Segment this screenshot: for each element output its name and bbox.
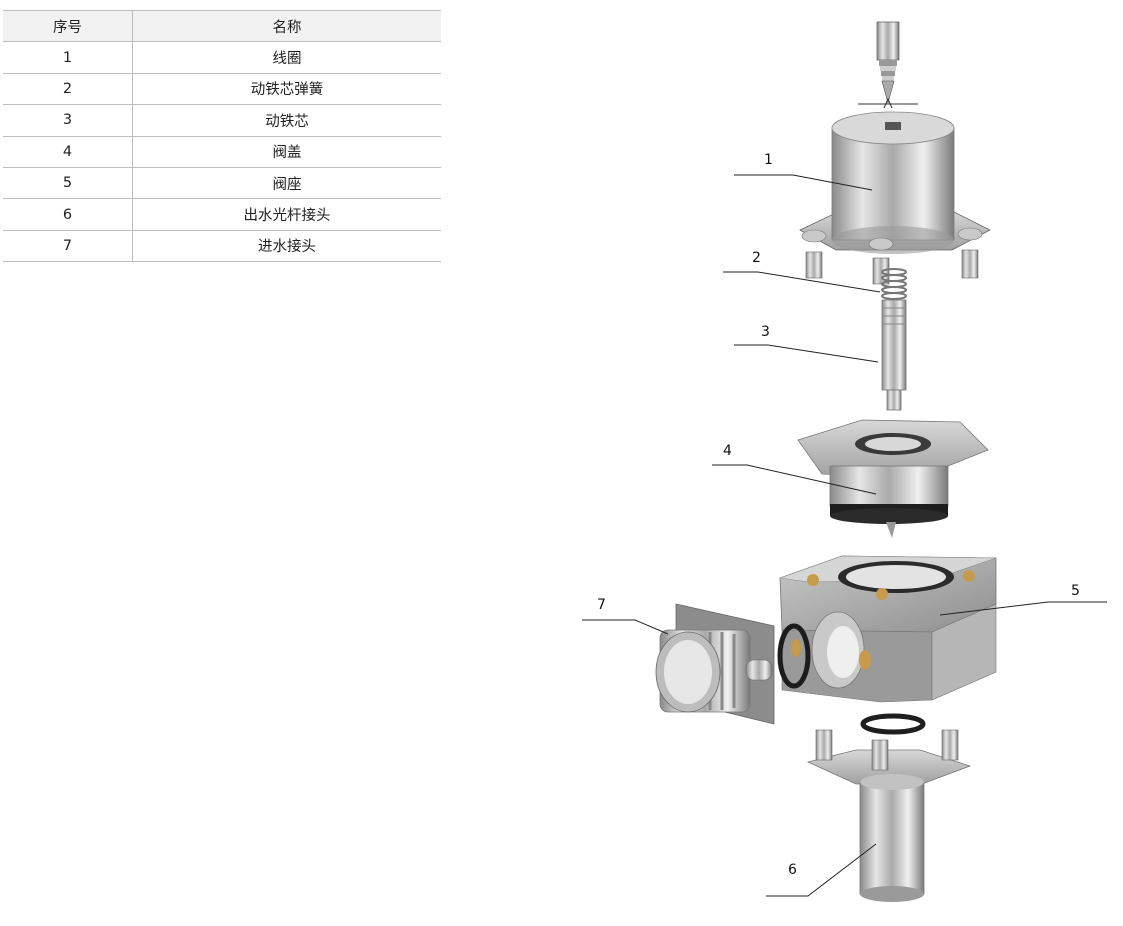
callout-3: 3 [761,324,770,340]
row-name: 进水接头 [132,230,441,263]
callout-7: 7 [597,597,606,613]
row-no: 4 [3,136,133,168]
table-row: 2 动铁芯弹簧 [3,73,441,106]
row-name: 线圈 [132,41,441,74]
row-name: 出水光杆接头 [132,198,441,231]
probe-tip [858,21,918,109]
callout-4: 4 [723,443,732,459]
table-row: 1 线圈 [3,41,441,74]
row-name: 动铁芯弹簧 [132,73,441,106]
row-no: 7 [3,230,133,263]
exploded-valve-diagram: 1 2 3 4 5 6 7 [582,21,1107,902]
spring-part [881,268,907,300]
callout-1: 1 [764,152,773,168]
row-no: 5 [3,167,133,200]
row-no: 1 [3,41,133,74]
outlet-fitting-part [806,713,972,902]
valve-cover-part [797,419,989,538]
row-name: 阀座 [132,167,441,200]
row-no: 6 [3,198,133,231]
header-name: 名称 [132,9,441,43]
callout-2: 2 [752,250,761,266]
table-row: 5 阀座 [3,167,441,200]
table-row: 6 出水光杆接头 [3,198,441,231]
header-no: 序号 [3,9,133,43]
table-row: 7 进水接头 [3,230,441,263]
leader-lines [582,174,1107,897]
row-no: 2 [3,73,133,106]
plunger-part [881,299,907,411]
table-header-row: 序号 名称 [3,9,441,43]
callout-6: 6 [788,862,797,878]
callout-5: 5 [1071,583,1080,599]
valve-seat-part [779,555,997,703]
table-row: 3 动铁芯 [3,104,441,137]
row-name: 动铁芯 [132,104,441,137]
coil-part [799,111,991,285]
parts-table: 序号 名称 1 线圈 2 动铁芯弹簧 3 动铁芯 4 阀盖 5 阀座 6 出水光… [3,9,441,263]
inlet-fitting-part [655,603,811,725]
table-row: 4 阀盖 [3,136,441,168]
row-name: 阀盖 [132,136,441,168]
row-no: 3 [3,104,133,137]
